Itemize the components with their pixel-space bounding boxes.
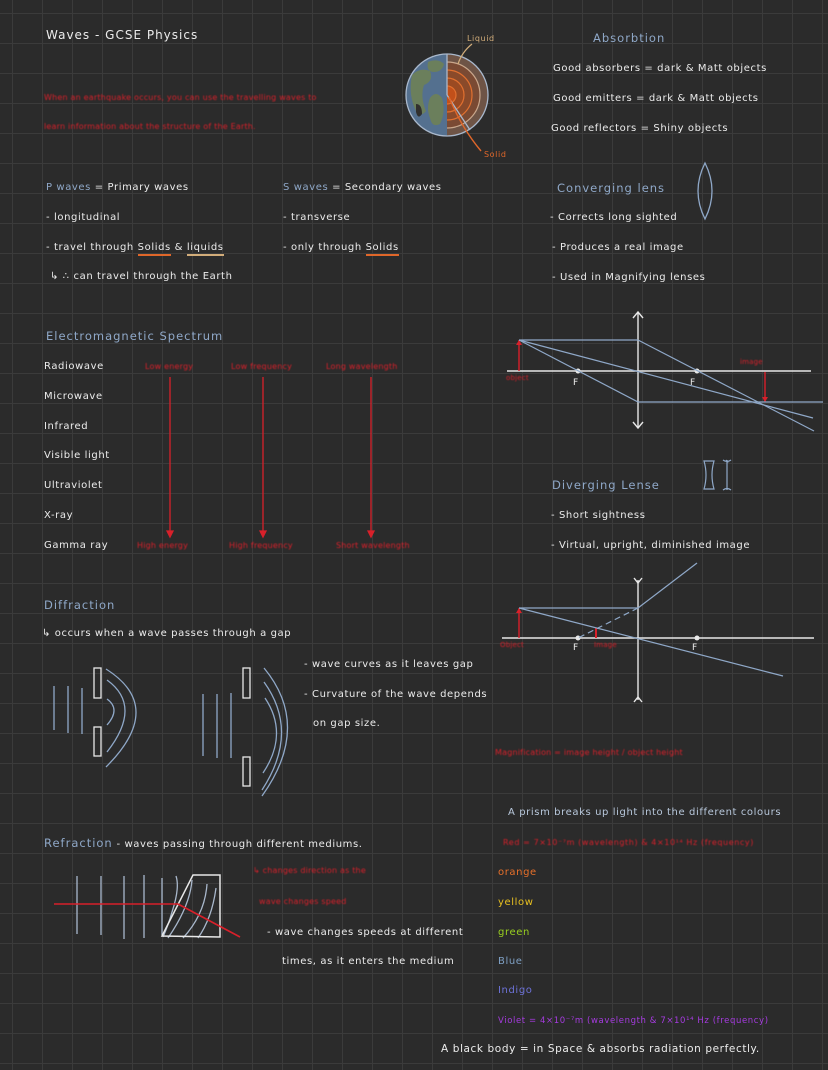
diverging-lens-heading: Diverging Lense — [552, 478, 660, 492]
em-band-radiowave: Radiowave — [44, 361, 104, 372]
em-top-label-energy: Low energy — [145, 362, 194, 371]
colour-indigo: Indigo — [498, 985, 533, 996]
diffraction-note-1: - wave curves as it leaves gap — [304, 659, 474, 670]
colour-blue: Blue — [498, 956, 523, 967]
em-bottom-label-energy: High energy — [137, 541, 189, 550]
intro-red-line-2: learn information about the structure of… — [44, 122, 256, 131]
absorption-line-3: Good reflectors = Shiny objects — [551, 123, 729, 134]
em-band-infrared: Infrared — [44, 421, 89, 432]
refraction-red-note-2: wave changes speed — [259, 897, 347, 906]
s-waves-item-2: - only through Solids — [283, 242, 399, 256]
diverging-item-2: - Virtual, upright, diminished image — [551, 540, 751, 551]
refraction-heading: Refraction - waves passing through diffe… — [44, 836, 363, 850]
s-waves-def: = Secondary waves — [328, 182, 442, 193]
diffraction-heading: Diffraction — [44, 598, 116, 612]
absorption-heading: Absorbtion — [593, 31, 666, 45]
refraction-note-2: times, as it enters the medium — [282, 956, 455, 967]
refraction-heading-key: Refraction — [44, 836, 113, 850]
solids-word-s: Solids — [365, 242, 399, 256]
colour-orange: orange — [498, 867, 537, 878]
converging-item-1: - Corrects long sighted — [550, 212, 678, 223]
refraction-heading-rest: - waves passing through different medium… — [112, 839, 363, 850]
p-waves-item-1: - longitudinal — [46, 212, 121, 223]
prism-line: A prism breaks up light into the differe… — [508, 807, 782, 818]
em-top-label-frequency: Low frequency — [231, 362, 293, 371]
earth-label-liquid: Liquid — [467, 34, 495, 43]
colour-violet: Violet = 4×10⁻⁷m (wavelength & 7×10¹⁴ Hz… — [498, 1016, 769, 1026]
magnification-formula: Magnification = image height / object he… — [495, 748, 683, 757]
converging-image-label: image — [740, 358, 763, 366]
converging-focal-right: F — [690, 378, 696, 388]
converging-item-2: - Produces a real image — [552, 242, 684, 253]
intro-red-line-1: When an earthquake occurs, you can use t… — [44, 93, 317, 102]
diverging-focal-left: F — [573, 643, 579, 653]
converging-focal-left: F — [573, 378, 579, 388]
s-waves-heading: S waves = Secondary waves — [283, 182, 442, 193]
p-waves-item-3: ↳ ∴ can travel through the Earth — [50, 271, 233, 282]
earth-label-solid: Solid — [484, 150, 507, 159]
p-waves-key: P waves — [46, 182, 91, 193]
em-top-label-wavelength: Long wavelength — [326, 362, 398, 371]
colour-yellow: yellow — [498, 897, 534, 908]
diverging-image-label: Image — [594, 641, 617, 649]
s-waves-item-1: - transverse — [283, 212, 351, 223]
black-body-line: A black body = in Space & absorbs radiat… — [441, 1043, 760, 1055]
converging-object-label: object — [506, 374, 529, 382]
p-waves-item-2-text: - travel through — [46, 242, 138, 253]
s-waves-item-2-text: - only through — [283, 242, 366, 253]
absorption-line-2: Good emitters = dark & Matt objects — [553, 93, 759, 104]
em-spectrum-heading: Electromagnetic Spectrum — [46, 329, 224, 343]
diverging-object-label: Object — [500, 641, 524, 649]
diffraction-subline: ↳ occurs when a wave passes through a ga… — [42, 628, 292, 639]
liquids-word: liquids — [186, 242, 224, 256]
page-title: Waves - GCSE Physics — [46, 28, 199, 42]
amp: & — [170, 242, 187, 253]
s-waves-key: S waves — [283, 182, 329, 193]
refraction-red-note-1: ↳ changes direction as the — [253, 866, 366, 875]
diverging-focal-right: F — [692, 643, 698, 653]
em-band-gamma: Gamma ray — [44, 540, 109, 551]
p-waves-def: = Primary waves — [91, 182, 189, 193]
em-bottom-label-frequency: High frequency — [229, 541, 293, 550]
p-waves-heading: P waves = Primary waves — [46, 182, 189, 193]
colour-red: Red = 7×10⁻⁷m (wavelength) & 4×10¹⁴ Hz (… — [503, 838, 754, 847]
colour-green: green — [498, 927, 530, 938]
converging-lens-heading: Converging lens — [557, 181, 666, 195]
p-waves-item-2: - travel through Solids & liquids — [46, 242, 224, 256]
absorption-line-1: Good absorbers = dark & Matt objects — [553, 63, 767, 74]
diffraction-note-3: on gap size. — [313, 718, 381, 729]
em-bottom-label-wavelength: Short wavelength — [336, 541, 410, 550]
converging-item-3: - Used in Magnifying lenses — [552, 272, 706, 283]
em-band-xray: X-ray — [44, 510, 74, 521]
em-band-microwave: Microwave — [44, 391, 103, 402]
diffraction-note-2: - Curvature of the wave depends — [304, 689, 488, 700]
colour-red-text: Red = 7×10⁻⁷m (wavelength) & 4×10¹⁴ Hz (… — [503, 838, 754, 847]
solids-word: Solids — [137, 242, 171, 256]
em-band-ultraviolet: Ultraviolet — [44, 480, 103, 491]
diverging-item-1: - Short sightness — [551, 510, 646, 521]
refraction-note-1: - wave changes speeds at different — [267, 927, 464, 938]
em-band-visible: Visible light — [44, 450, 110, 461]
